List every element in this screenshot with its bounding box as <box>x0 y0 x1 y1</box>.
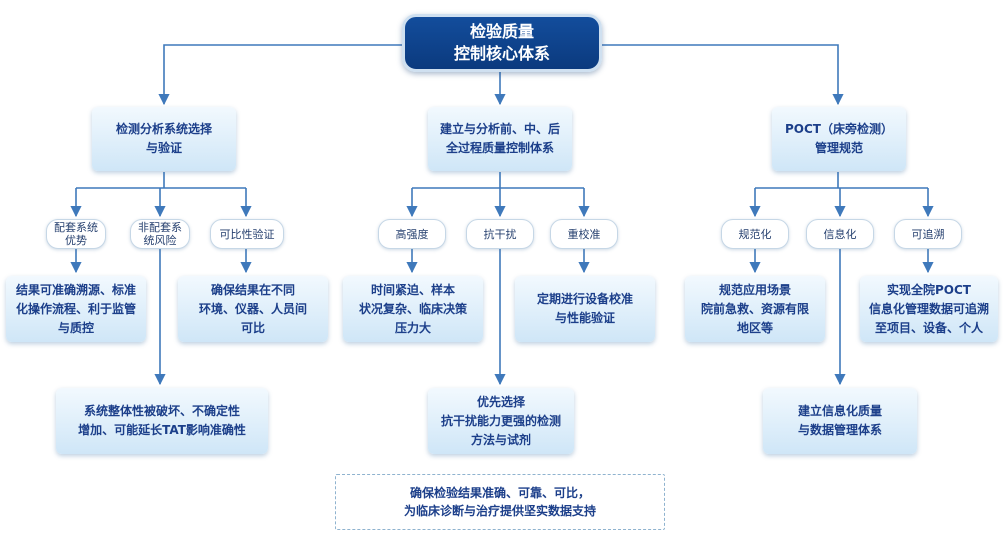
result-text: 规范应用场景 院前急救、资源有限 地区等 <box>700 282 809 335</box>
branch-analysis-system: 检测分析系统选择 与验证 <box>92 107 236 171</box>
branch-label: POCT（床旁检测） 管理规范 <box>785 122 893 155</box>
result-regular-calibration: 定期进行设备校准 与性能验证 <box>515 276 655 342</box>
result-text: 时间紧迫、样本 状况复杂、临床决策 压力大 <box>358 282 467 335</box>
left-branch-bus-line <box>76 172 246 189</box>
branch-poct-management: POCT（床旁检测） 管理规范 <box>772 107 906 171</box>
result-text: 优先选择 抗干扰能力更强的检测 方法与试剂 <box>440 394 561 447</box>
result-application-scenarios: 规范应用场景 院前急救、资源有限 地区等 <box>685 276 825 342</box>
sub-label: 信息化 <box>823 227 857 241</box>
result-hospital-poct-traceable: 实现全院POCT 信息化管理数据可追溯 至项目、设备、个人 <box>860 276 998 342</box>
result-text: 确保结果在不同 环境、仪器、人员间 可比 <box>198 282 307 335</box>
result-text: 实现全院POCT 信息化管理数据可追溯 至项目、设备、个人 <box>868 282 989 335</box>
result-time-pressure: 时间紧迫、样本 状况复杂、临床决策 压力大 <box>343 276 483 342</box>
result-anti-interference-methods: 优先选择 抗干扰能力更强的检测 方法与试剂 <box>428 388 574 454</box>
sub-label: 可追溯 <box>911 227 945 241</box>
sub-label: 可比性验证 <box>219 227 275 241</box>
branch-label: 检测分析系统选择 与验证 <box>115 122 212 155</box>
root-node: 检验质量 控制核心体系 <box>402 14 602 72</box>
right-branch-bus-line <box>755 172 928 189</box>
middle-branch-bus-line <box>412 172 584 189</box>
root-to-right-branch-line <box>600 44 844 106</box>
result-text: 系统整体性被破坏、不确定性 增加、可能延长TAT影响准确性 <box>78 404 246 437</box>
result-text: 建立信息化质量 与数据管理体系 <box>797 404 882 437</box>
result-system-integrity-risk: 系统整体性被破坏、不确定性 增加、可能延长TAT影响准确性 <box>56 388 268 454</box>
branch-full-process-qc: 建立与分析前、中、后 全过程质量控制体系 <box>428 107 572 171</box>
result-text: 结果可准确溯源、标准 化操作流程、利于监管 与质控 <box>15 282 136 335</box>
sub-label: 重校准 <box>567 227 601 241</box>
sub-label: 非配套系 统风险 <box>138 221 182 247</box>
sub-supporting-system-advantage: 配套系统 优势 <box>46 219 106 249</box>
result-information-data-management: 建立信息化质量 与数据管理体系 <box>763 388 917 454</box>
sub-traceability: 可追溯 <box>894 219 962 249</box>
sub-label: 规范化 <box>738 227 772 241</box>
result-comparable-results: 确保结果在不同 环境、仪器、人员间 可比 <box>178 276 328 342</box>
summary-text: 确保检验结果准确、可靠、可比， 为临床诊断与治疗提供坚实数据支持 <box>403 486 596 518</box>
branch-label: 建立与分析前、中、后 全过程质量控制体系 <box>439 122 560 155</box>
result-text: 定期进行设备校准 与性能验证 <box>536 292 633 325</box>
sub-non-supporting-system-risk: 非配套系 统风险 <box>130 219 190 249</box>
sub-standardization: 规范化 <box>721 219 789 249</box>
root-to-left-branch-line <box>158 44 402 106</box>
sub-informatization: 信息化 <box>806 219 874 249</box>
root-title: 检验质量 控制核心体系 <box>453 22 550 63</box>
result-traceable-standardized: 结果可准确溯源、标准 化操作流程、利于监管 与质控 <box>6 276 146 342</box>
sub-label: 抗干扰 <box>483 227 517 241</box>
sub-label: 配套系统 优势 <box>54 221 98 247</box>
sub-comparability-verification: 可比性验证 <box>210 219 284 249</box>
sub-high-intensity: 高强度 <box>378 219 446 249</box>
summary-box: 确保检验结果准确、可靠、可比， 为临床诊断与治疗提供坚实数据支持 <box>335 474 665 530</box>
sub-label: 高强度 <box>395 227 429 241</box>
sub-anti-interference: 抗干扰 <box>466 219 534 249</box>
sub-recalibration: 重校准 <box>550 219 618 249</box>
